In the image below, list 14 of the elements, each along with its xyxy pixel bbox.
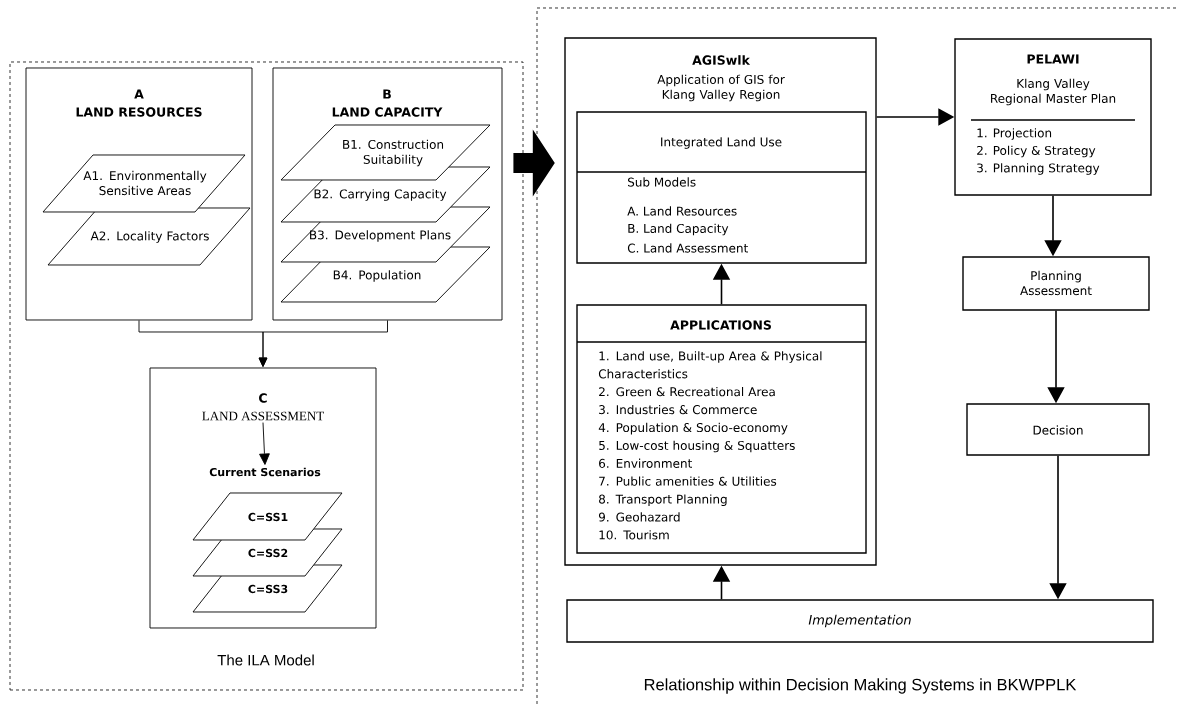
layer-sheet: A2. Locality Factors <box>47 207 251 266</box>
process-box: Decision <box>966 403 1150 456</box>
layer-sheet: C=SS1 <box>192 492 343 541</box>
layer-sheet: A1. Environmentally Sensitive Areas <box>42 154 246 213</box>
process-box: Implementation <box>566 599 1154 643</box>
heading-text: LAND ASSESSMENT <box>202 411 324 421</box>
arrow <box>259 422 270 465</box>
list-box: APPLICATIONS 1. Land use, Built-up Area & Physical Characteristics 2. Green & Recreational Area 3. Industries & Commerce 4. Population & Socio-economy 5. Low-cost housing & Squatters 6. Environment 7. Public amenities & Utilities 8. Transport Planning 9. Geohazard 10. Tourism <box>576 304 867 554</box>
subheading-text: Current Scenarios <box>209 467 321 477</box>
model-box: Integrated Land Use Sub Models A. Land Resources B. Land Capacity C. Land Assessment <box>576 111 867 264</box>
layer-sheet: B1. Construction Suitability <box>280 124 491 181</box>
arrow <box>258 320 388 367</box>
plan-box: PELAWI Klang Valley Regional Master Plan 1. Projection 2. Policy & Strategy 3. Planning Strategy <box>954 38 1152 196</box>
process-box: Planning Assessment <box>962 256 1150 311</box>
